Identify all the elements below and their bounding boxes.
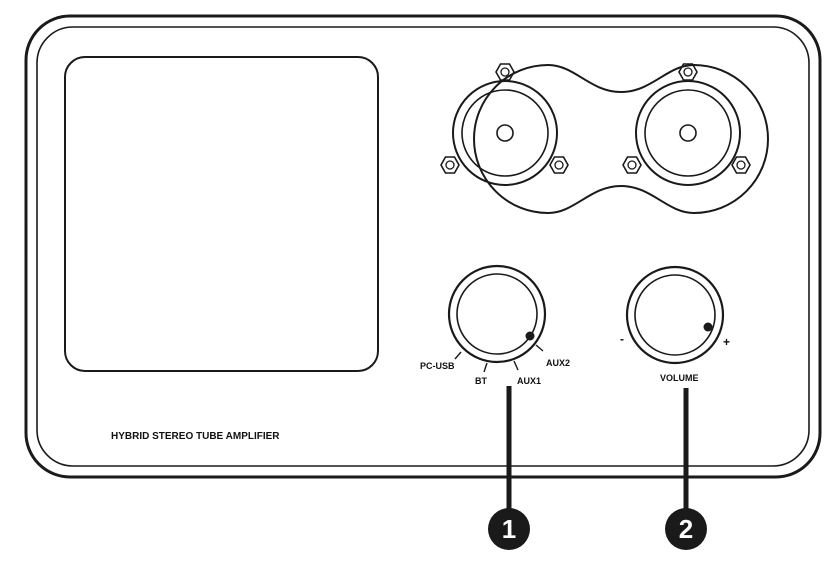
hex-nut-icon (731, 156, 751, 174)
volume-knob-indicator-dot (703, 322, 713, 332)
source-knob-outer-ring (447, 264, 547, 364)
volume-label: VOLUME (660, 373, 699, 383)
volume-minus-label: - (620, 332, 624, 346)
volume-knob-outer-ring (625, 265, 725, 365)
source-label-pc-usb: PC-USB (420, 361, 455, 371)
callout-badge-1: 1 (488, 508, 530, 550)
right-socket-inner-ring (644, 89, 732, 177)
hex-nut-icon (495, 63, 515, 81)
volume-knob-inner-ring (634, 274, 716, 356)
model-label: HYBRID STEREO TUBE AMPLIFIER (111, 431, 280, 442)
callout-badge-2: 2 (665, 508, 707, 550)
tick-aux1 (513, 360, 519, 371)
left-socket-inner-ring (461, 89, 549, 177)
tick-aux2 (535, 344, 544, 352)
socket-plate-outline (473, 63, 769, 215)
left-socket-center (496, 124, 514, 142)
hex-nut-icon (440, 156, 460, 174)
display-window (64, 56, 379, 372)
tick-bt (483, 362, 488, 373)
hex-nut-icon (678, 63, 698, 81)
right-socket-center (679, 124, 697, 142)
source-knob-inner-ring (456, 273, 538, 355)
right-socket-outer-ring (635, 80, 741, 186)
tube-socket-plate (440, 63, 769, 215)
volume-knob[interactable] (625, 265, 725, 365)
tick-pc-usb (454, 351, 462, 360)
source-knob-indicator-dot (525, 331, 535, 341)
hex-nut-icon (622, 156, 642, 174)
volume-plus-label: + (723, 335, 730, 349)
source-label-bt: BT (475, 376, 487, 386)
left-socket-outer-ring (452, 80, 558, 186)
hex-nut-icon (549, 156, 569, 174)
callout-number-1: 1 (502, 514, 516, 544)
source-label-aux1: AUX1 (517, 376, 541, 386)
source-selector-knob[interactable] (447, 264, 547, 373)
callout-number-2: 2 (679, 514, 693, 544)
source-label-aux2: AUX2 (546, 358, 570, 368)
inner-casing (36, 26, 810, 467)
outer-casing (24, 14, 822, 479)
